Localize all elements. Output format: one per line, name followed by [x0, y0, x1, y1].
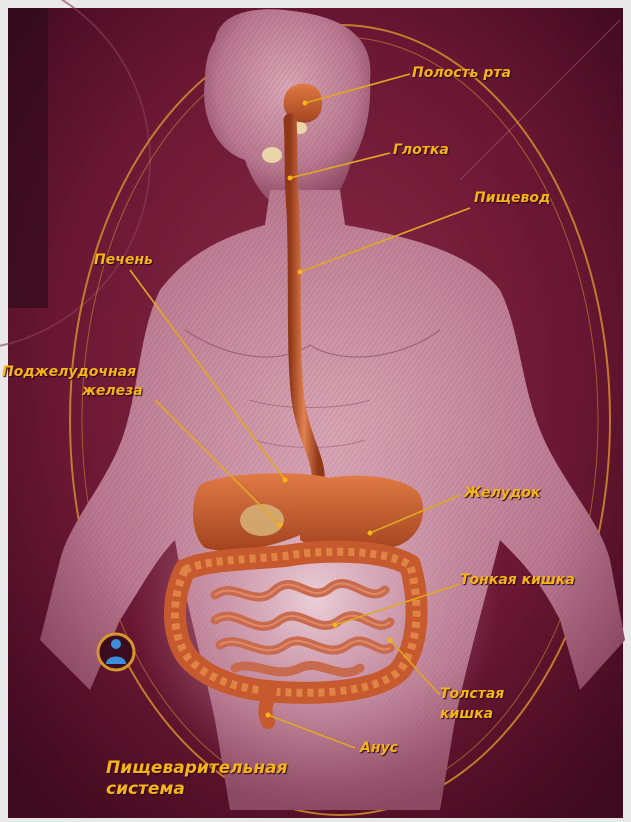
label-pancreas-line2: железа [82, 383, 143, 399]
label-small-intestine: Тонкая кишка [460, 572, 575, 588]
label-esophagus: Пищевод [474, 190, 550, 206]
stomach [300, 476, 423, 551]
label-pancreas-line1: Поджелудочная [2, 364, 136, 380]
label-mouth: Полость рта [412, 65, 511, 81]
label-pharynx: Глотка [393, 142, 449, 158]
label-liver: Печень [94, 252, 153, 268]
tooth [262, 147, 282, 163]
label-stomach: Желудок [464, 485, 540, 501]
title-line2: система [106, 779, 185, 799]
label-anus: Анус [360, 740, 398, 756]
left-dark-band [8, 8, 48, 308]
label-large-intestine-line2: кишка [440, 706, 493, 722]
label-large-intestine-line1: Толстая [440, 686, 504, 702]
person-icon[interactable] [98, 634, 134, 670]
pancreas [240, 504, 284, 536]
title-line1: Пищеварительная [106, 758, 288, 778]
